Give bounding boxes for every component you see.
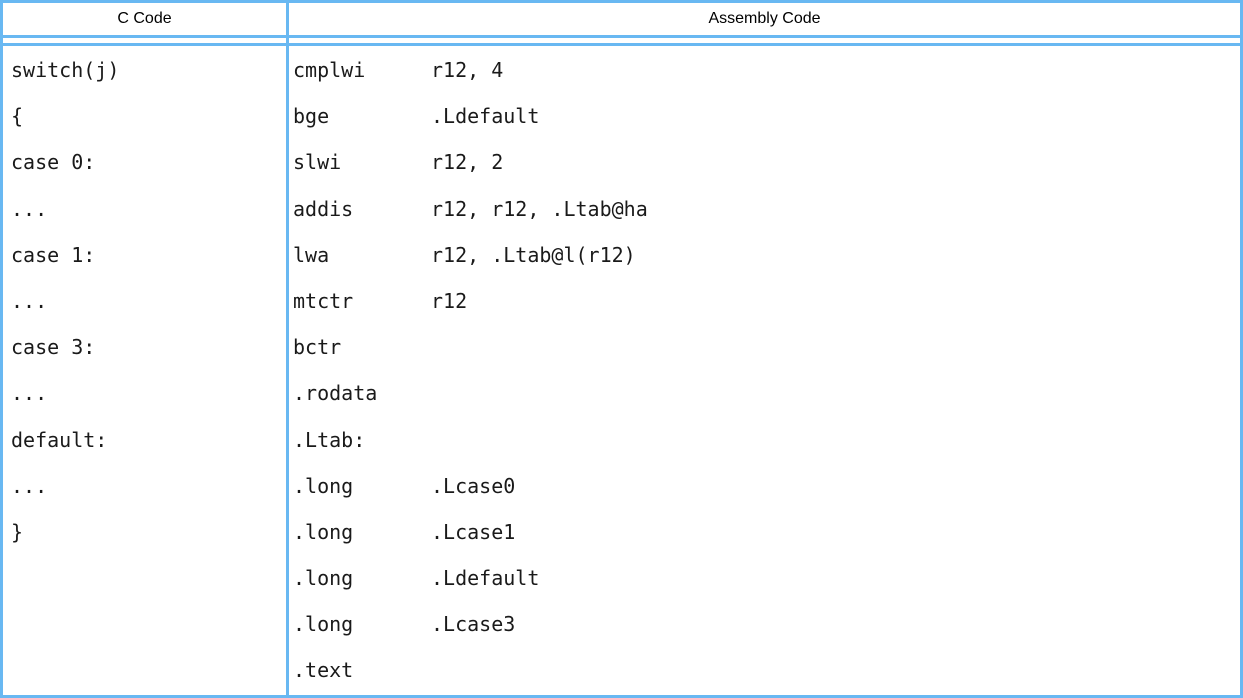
assembly-column: cmplwi r12, 4 bge .Ldefault slwi r12, 2 addis r… bbox=[292, 47, 1240, 695]
assembly-operands bbox=[431, 417, 1240, 463]
assembly-mnemonic: mtctr bbox=[293, 288, 354, 313]
assembly-operands: r12 bbox=[431, 288, 468, 313]
assembly-operands: r12, 2 bbox=[431, 150, 504, 175]
c-code-line: switch(j) bbox=[11, 58, 120, 82]
assembly-mnemonic: slwi bbox=[293, 150, 342, 175]
c-code-line: case 3: bbox=[11, 335, 96, 360]
c-code-line: { bbox=[11, 104, 24, 129]
assembly-line: .text bbox=[293, 647, 1240, 693]
assembly-mnemonic: .long bbox=[293, 519, 354, 544]
c-code-line: ... bbox=[11, 288, 48, 313]
assembly-mnemonic: bge bbox=[293, 104, 330, 129]
assembly-line: slwi r12, 2 bbox=[293, 139, 1240, 185]
assembly-mnemonic: .text bbox=[293, 658, 354, 683]
assembly-operands bbox=[431, 647, 1240, 693]
c-code-line: case 1: bbox=[11, 242, 96, 267]
assembly-line: bge .Ldefault bbox=[293, 93, 1240, 139]
column-divider bbox=[286, 3, 289, 695]
assembly-line: lwa r12, .Ltab@l(r12) bbox=[293, 232, 1240, 278]
c-code-column-header: C Code bbox=[117, 10, 172, 27]
assembly-operands: r12, 4 bbox=[431, 58, 504, 82]
assembly-mnemonic: .Ltab: bbox=[293, 427, 366, 452]
assembly-operands bbox=[431, 370, 1240, 416]
assembly-line: .long .Ldefault bbox=[293, 555, 1240, 601]
assembly-line: .long .Lcase1 bbox=[293, 509, 1240, 555]
assembly-mnemonic: cmplwi bbox=[293, 58, 366, 82]
assembly-mnemonic: .long bbox=[293, 612, 354, 637]
assembly-line: cmplwi r12, 4 bbox=[293, 47, 1240, 93]
assembly-code-column-header: Assembly Code bbox=[708, 10, 821, 27]
assembly-operands: .Ldefault bbox=[431, 104, 540, 129]
assembly-line: addis r12, r12, .Ltab@ha bbox=[293, 186, 1240, 232]
header-separator-bottom-rule bbox=[3, 43, 1240, 46]
c-code-line: ... bbox=[11, 473, 48, 498]
assembly-line: mtctr r12 bbox=[293, 278, 1240, 324]
assembly-mnemonic: addis bbox=[293, 196, 354, 221]
assembly-mnemonic: .long bbox=[293, 473, 354, 498]
c-code-column: switch(j) { case 0:... case 1:... case 3:...… bbox=[6, 47, 286, 695]
header-separator-top-rule bbox=[3, 35, 1240, 38]
assembly-operands: .Ldefault bbox=[431, 566, 540, 591]
assembly-operands bbox=[431, 324, 1240, 370]
assembly-mnemonic: .long bbox=[293, 566, 354, 591]
assembly-mnemonic: lwa bbox=[293, 242, 330, 267]
c-code-line: ... bbox=[11, 381, 48, 406]
assembly-line: .rodata bbox=[293, 370, 1240, 416]
assembly-line: .long .Lcase0 bbox=[293, 463, 1240, 509]
assembly-line: bctr bbox=[293, 324, 1240, 370]
c-code-line: default: bbox=[11, 427, 108, 452]
assembly-mnemonic: bctr bbox=[293, 335, 342, 360]
c-code-line: } bbox=[11, 519, 24, 544]
assembly-mnemonic: .rodata bbox=[293, 381, 378, 406]
assembly-operands: r12, r12, .Ltab@ha bbox=[431, 196, 648, 221]
assembly-operands: .Lcase3 bbox=[431, 612, 516, 637]
assembly-line: .long .Lcase3 bbox=[293, 601, 1240, 647]
c-code-line: case 0: bbox=[11, 150, 96, 175]
assembly-operands: .Lcase0 bbox=[431, 473, 516, 498]
assembly-line: .Ltab: bbox=[293, 417, 1240, 463]
assembly-operands: .Lcase1 bbox=[431, 519, 516, 544]
assembly-operands: r12, .Ltab@l(r12) bbox=[431, 242, 636, 267]
c-code-line: ... bbox=[11, 196, 48, 221]
